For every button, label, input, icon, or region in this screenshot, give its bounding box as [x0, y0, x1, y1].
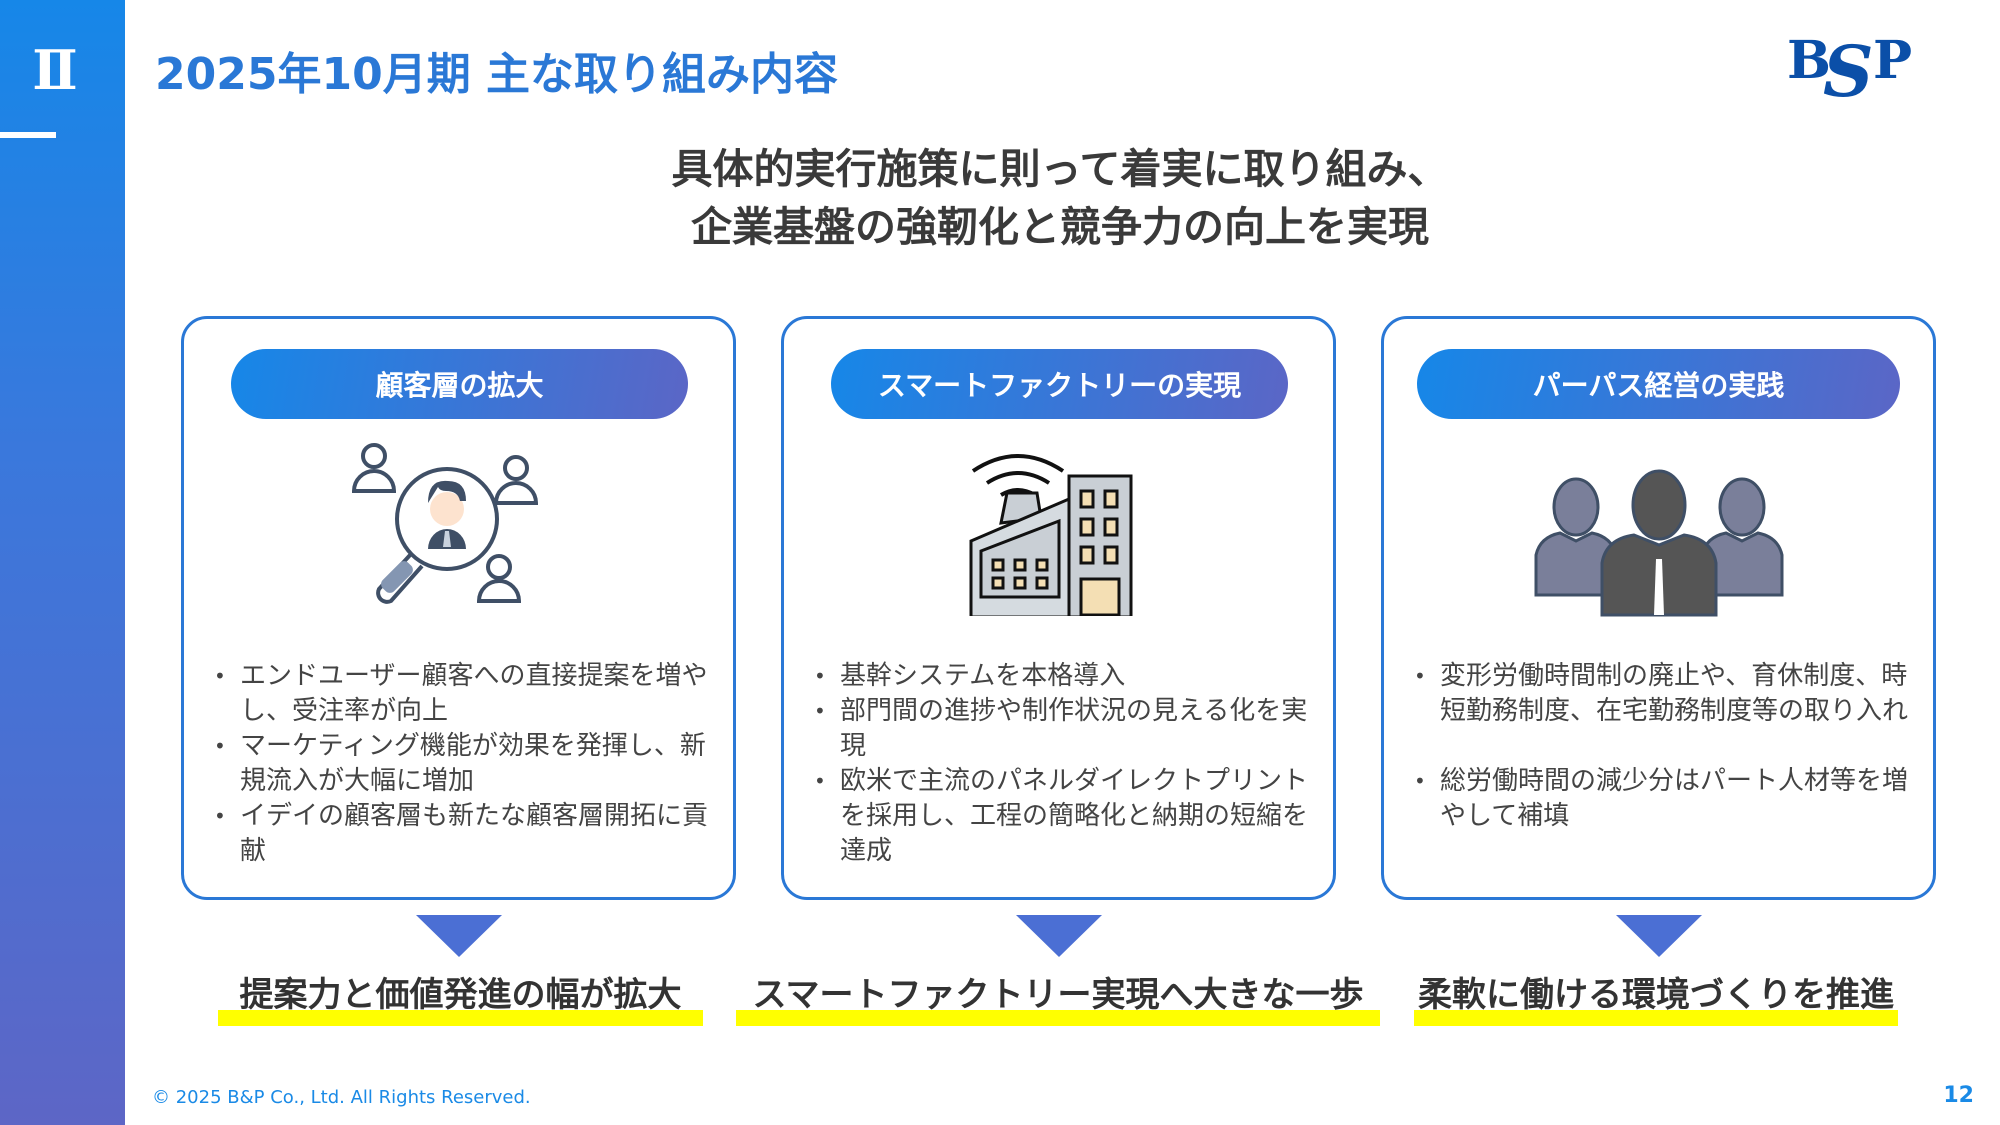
section-numeral: Ⅱ	[32, 38, 78, 102]
svg-text:B: B	[1787, 30, 1831, 91]
highlight-bar	[736, 1010, 1380, 1026]
card-bullet-list: 基幹システムを本格導入 部門間の進捗や制作状況の見える化を実現 欧米で主流のパネ…	[812, 659, 1313, 869]
highlight-bar	[1414, 1010, 1898, 1026]
result-slogan-3: 柔軟に働ける環境づくりを推進	[1414, 970, 1898, 1026]
bullet-item: 欧米で主流のパネルダイレクトプリントを採用し、工程の簡略化と納期の短縮を達成	[812, 764, 1313, 869]
card-smart-factory: スマートファクトリーの実現 基幹システムを本格導入 部門間の進捗や制作状況の見え…	[781, 316, 1336, 900]
page-number: 12	[1943, 1083, 1974, 1108]
down-arrow-icon	[416, 915, 502, 957]
down-arrow-icon	[1016, 915, 1102, 957]
bullet-item: 部門間の進捗や制作状況の見える化を実現	[812, 694, 1313, 764]
bullet-item: マーケティング機能が効果を発揮し、新規流入が大幅に増加	[212, 729, 713, 799]
card-customer-expansion: 顧客層の拡大 エンドユーザー顧客への直接提案を増やし、受注率が向上 マーケティン…	[181, 316, 736, 900]
bullet-item: 基幹システムを本格導入	[812, 659, 1313, 694]
result-slogan-1: 提案力と価値発進の幅が拡大	[218, 970, 703, 1026]
smart-factory-icon	[969, 454, 1132, 616]
section-sidebar: Ⅱ	[0, 0, 125, 1125]
result-slogan-2: スマートファクトリー実現へ大きな一歩	[736, 970, 1380, 1026]
result-text: スマートファクトリー実現へ大きな一歩	[752, 975, 1364, 1015]
customer-search-icon	[351, 443, 538, 604]
card-title-pill: スマートファクトリーの実現	[831, 349, 1288, 419]
bullet-item: 変形労働時間制の廃止や、育休制度、時短勤務制度、在宅勤務制度等の取り入れ	[1412, 659, 1913, 729]
result-text: 柔軟に働ける環境づくりを推進	[1418, 975, 1894, 1015]
card-bullet-list: 変形労働時間制の廃止や、育休制度、時短勤務制度、在宅勤務制度等の取り入れ 総労働…	[1412, 659, 1913, 834]
result-text: 提案力と価値発進の幅が拡大	[239, 975, 682, 1015]
card-title-pill: パーパス経営の実践	[1417, 349, 1900, 419]
headline-line-2: 企業基盤の強靭化と競争力の向上を実現	[691, 203, 1429, 251]
bullet-item: 総労働時間の減少分はパート人材等を増やして補填	[1412, 764, 1913, 834]
card-title-pill: 顧客層の拡大	[231, 349, 688, 419]
team-people-icon	[1534, 469, 1783, 617]
headline: 具体的実行施策に則って着実に取り組み、 企業基盤の強靭化と競争力の向上を実現	[500, 140, 1620, 256]
section-underline	[0, 132, 56, 138]
page-title: 2025年10月期 主な取り組み内容	[155, 49, 839, 100]
svg-text:S: S	[1823, 30, 1874, 108]
card-purpose-management: パーパス経営の実践 変形労働時間制の廃止や、育休制度、時短勤務制度、在宅勤務制度…	[1381, 316, 1936, 900]
bullet-item: イデイの顧客層も新たな顧客層開拓に貢献	[212, 799, 713, 869]
headline-line-1: 具体的実行施策に則って着実に取り組み、	[671, 145, 1449, 193]
down-arrow-icon	[1616, 915, 1702, 957]
bullet-item: エンドユーザー顧客への直接提案を増やし、受注率が向上	[212, 659, 713, 729]
copyright: © 2025 B&P Co., Ltd. All Rights Reserved…	[152, 1087, 531, 1108]
card-bullet-list: エンドユーザー顧客への直接提案を増やし、受注率が向上 マーケティング機能が効果を…	[212, 659, 713, 869]
company-logo: B S P	[1787, 30, 1912, 108]
highlight-bar	[218, 1010, 703, 1026]
svg-text:P: P	[1873, 30, 1912, 91]
